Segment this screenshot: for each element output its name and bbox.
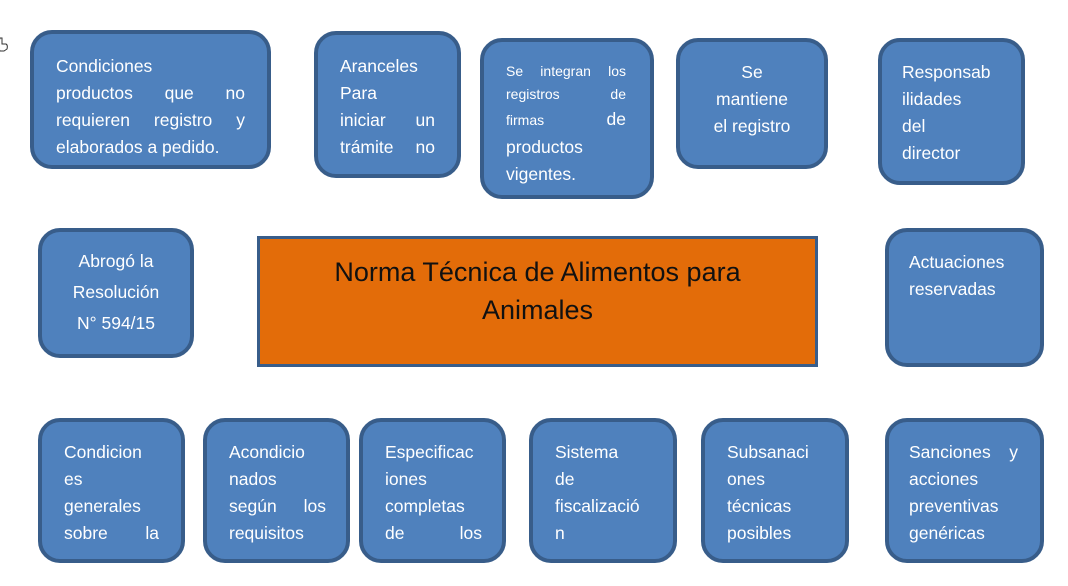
box-text: vigentes.: [506, 164, 577, 184]
box-text: Sistema: [555, 442, 619, 462]
box-text: elaborados a pedido.: [56, 137, 220, 157]
box-text: Especificac: [385, 442, 474, 462]
hand-cursor-icon: [0, 37, 8, 52]
box-text: trámite no: [340, 137, 435, 157]
box-text: registros de: [506, 86, 626, 102]
box-text: Responsab: [902, 62, 991, 82]
box-text: productos: [506, 137, 583, 157]
box-text: ilidades: [902, 89, 962, 109]
box-aranceles: Aranceles Para iniciar un trámite no: [314, 31, 461, 178]
central-title-box: Norma Técnica de Alimentos para Animales: [257, 236, 818, 367]
box-text: preventivas: [909, 496, 999, 516]
central-title-line: Animales: [481, 295, 594, 325]
box-text: genéricas: [909, 523, 985, 543]
box-text: nados: [229, 469, 277, 489]
box-text: completas: [385, 496, 465, 516]
box-text: reservadas: [909, 279, 996, 299]
box-text: productos que no: [56, 83, 245, 103]
central-title-line: Norma Técnica de Alimentos para: [334, 257, 741, 287]
box-text: Se: [741, 62, 763, 82]
box-condiciones-generales: Condicion es generales sobre la: [38, 418, 185, 563]
box-text: de: [606, 109, 626, 129]
box-text: según los: [229, 496, 326, 516]
box-text: Condicion: [64, 442, 142, 462]
box-text: N° 594/15: [76, 313, 156, 333]
box-text: Acondicio: [229, 442, 305, 462]
box-text: Abrogó la: [78, 251, 154, 271]
box-actuaciones: Actuaciones reservadas: [885, 228, 1044, 367]
box-text: acciones: [909, 469, 979, 489]
box-text: generales: [64, 496, 141, 516]
box-especificaciones: Especificac iones completas de los: [359, 418, 506, 563]
box-abrogo: Abrogó la Resolución N° 594/15: [38, 228, 194, 358]
box-text: iones: [385, 469, 427, 489]
box-text: fiscalizació: [555, 496, 640, 516]
box-text: sobre la: [64, 523, 159, 543]
box-text: Aranceles: [340, 56, 418, 76]
box-text: director: [902, 143, 961, 163]
box-sistema-fiscalizacion: Sistema de fiscalizació n: [529, 418, 677, 563]
box-text: Sanciones y: [909, 442, 1018, 462]
box-text: técnicas: [727, 496, 792, 516]
box-text-line: firmas de: [506, 106, 626, 134]
box-text: Resolución: [72, 282, 160, 302]
box-subsanaciones: Subsanaci ones técnicas posibles: [701, 418, 849, 563]
box-text: Se integran los: [506, 63, 626, 79]
box-text: es: [64, 469, 83, 489]
box-text: requieren registro y: [56, 110, 245, 130]
box-text: n: [555, 523, 565, 543]
box-text: requisitos: [229, 523, 304, 543]
box-text: Condiciones: [56, 56, 153, 76]
box-responsabilidades: Responsab ilidades del director: [878, 38, 1025, 185]
box-text: de los: [385, 523, 482, 543]
box-text: el registro: [713, 116, 791, 136]
box-text: posibles: [727, 523, 792, 543]
box-se-mantiene: Se mantiene el registro: [676, 38, 828, 169]
box-text: ones: [727, 469, 765, 489]
box-se-integran: Se integran los registros de firmas de pr…: [480, 38, 654, 199]
box-condiciones-productos: Condiciones productos que no requieren r…: [30, 30, 271, 169]
box-text: Subsanaci: [727, 442, 809, 462]
box-sanciones: Sanciones y acciones preventivas genéric…: [885, 418, 1044, 563]
box-text: Para: [340, 83, 377, 103]
box-text: mantiene: [716, 89, 788, 109]
box-acondicionados: Acondicio nados según los requisitos: [203, 418, 350, 563]
box-text: de: [555, 469, 575, 489]
box-text: del: [902, 116, 926, 136]
box-text: firmas: [506, 112, 545, 128]
box-text: Actuaciones: [909, 252, 1005, 272]
box-text: iniciar un: [340, 110, 435, 130]
